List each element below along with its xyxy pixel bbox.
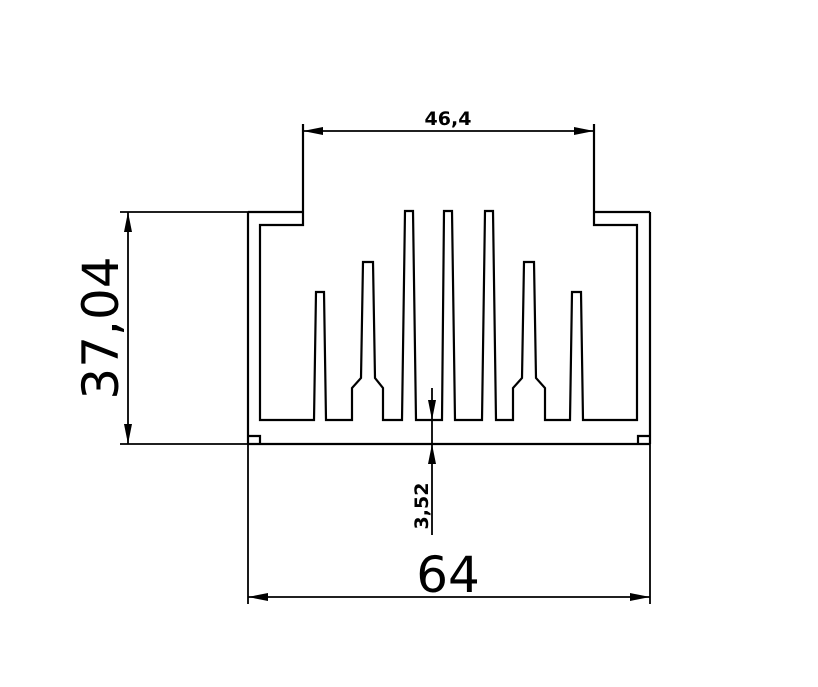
dim-top-arrow-right — [574, 127, 594, 135]
dim-base-label: 3,52 — [411, 483, 433, 530]
dim-height-label: 37,04 — [72, 256, 130, 399]
dim-width-arrow-left — [248, 593, 268, 601]
dim-top-arrow-left — [303, 127, 323, 135]
profile-outer-outline — [248, 124, 650, 422]
right-foot-notch — [636, 434, 650, 444]
left-foot-notch — [248, 434, 262, 444]
dim-base-arrow-down — [428, 400, 436, 420]
dim-top-label: 46,4 — [425, 108, 472, 130]
dim-width-arrow-right — [630, 593, 650, 601]
dim-base-arrow-up — [428, 444, 436, 464]
dim-width-label: 64 — [416, 546, 480, 604]
dim-height-arrow-bottom — [124, 424, 132, 444]
dim-height-arrow-top — [124, 212, 132, 232]
